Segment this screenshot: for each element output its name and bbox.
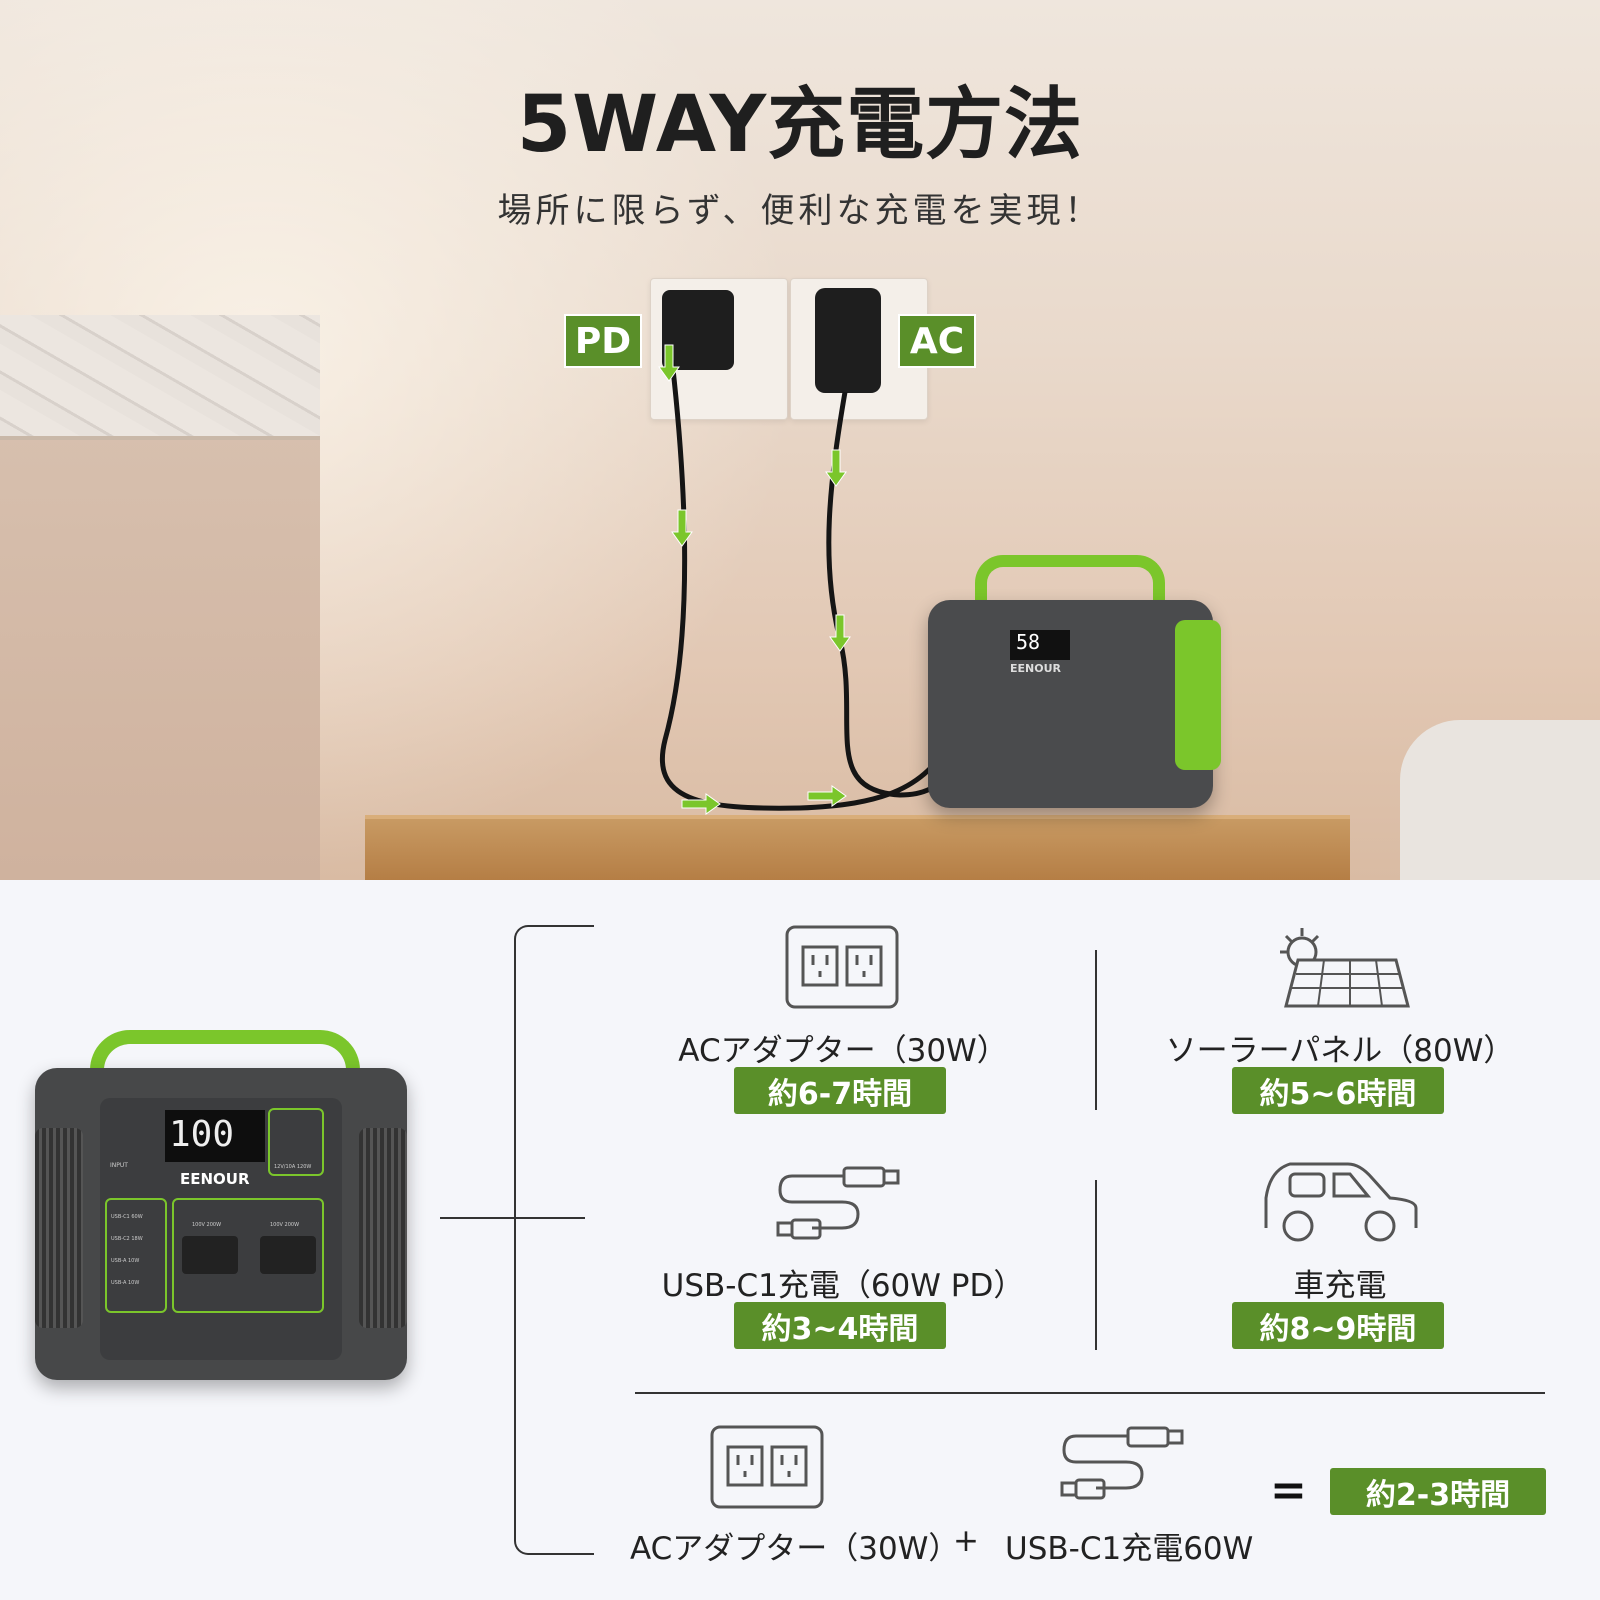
device-handle (975, 555, 1165, 605)
usb-c-cable-icon (1060, 1426, 1184, 1500)
time-badge: 約6-7時間 (734, 1067, 946, 1114)
combo-plus: + (953, 1523, 979, 1559)
method-label: ACアダプター（30W） (678, 1033, 1008, 1069)
solar-panel-icon (1280, 928, 1410, 1008)
ac-tag: AC (898, 314, 976, 368)
ac-socket (182, 1236, 238, 1274)
ac-outlet-icon (710, 1425, 824, 1509)
hero-photo: PD AC 58 EENOUR (0, 0, 1600, 880)
product-display: 100 (165, 1110, 265, 1162)
pillow (1400, 720, 1600, 880)
combo-equals: = (1270, 1465, 1307, 1516)
pd-adapter (662, 290, 734, 370)
power-station-product: 100 EENOUR INPUT 12V/10A 120W USB-C1 60W… (35, 1068, 407, 1380)
method-label: USB-C1充電（60W PD） (661, 1268, 1025, 1304)
marble-top (0, 315, 320, 440)
page-subtitle: 場所に限らず、便利な充電を実現！ (497, 191, 1103, 231)
method-label: ソーラーパネル（80W） (1165, 1033, 1515, 1069)
usb-c-cable-icon (776, 1166, 900, 1240)
combo-label-ac: ACアダプター（30W） (630, 1531, 960, 1567)
time-badge: 約3~4時間 (734, 1302, 946, 1349)
ac-socket (260, 1236, 316, 1274)
page-title: 5WAY充電方法 (516, 80, 1084, 170)
device-brand: EENOUR (1010, 662, 1061, 675)
combo-time-badge: 約2-3時間 (1330, 1468, 1546, 1515)
method-label: 車充電 (1293, 1268, 1387, 1304)
divider (1095, 1180, 1097, 1350)
ac-outlet-icon (785, 925, 899, 1009)
ac-adapter (815, 288, 881, 393)
combo-label-usb: USB-C1充電60W (1005, 1531, 1254, 1567)
time-badge: 約8~9時間 (1232, 1302, 1444, 1349)
divider (635, 1392, 1545, 1394)
divider (1095, 950, 1097, 1110)
bracket (514, 925, 594, 1555)
charging-cables (658, 344, 988, 815)
power-station-photo: 58 EENOUR (928, 600, 1221, 808)
pd-tag: PD (564, 314, 642, 368)
device-display: 58 (1010, 630, 1070, 660)
car-icon (1264, 1162, 1418, 1242)
product-brand: EENOUR (180, 1170, 250, 1188)
nightstand (365, 815, 1350, 880)
time-badge: 約5~6時間 (1232, 1067, 1444, 1114)
